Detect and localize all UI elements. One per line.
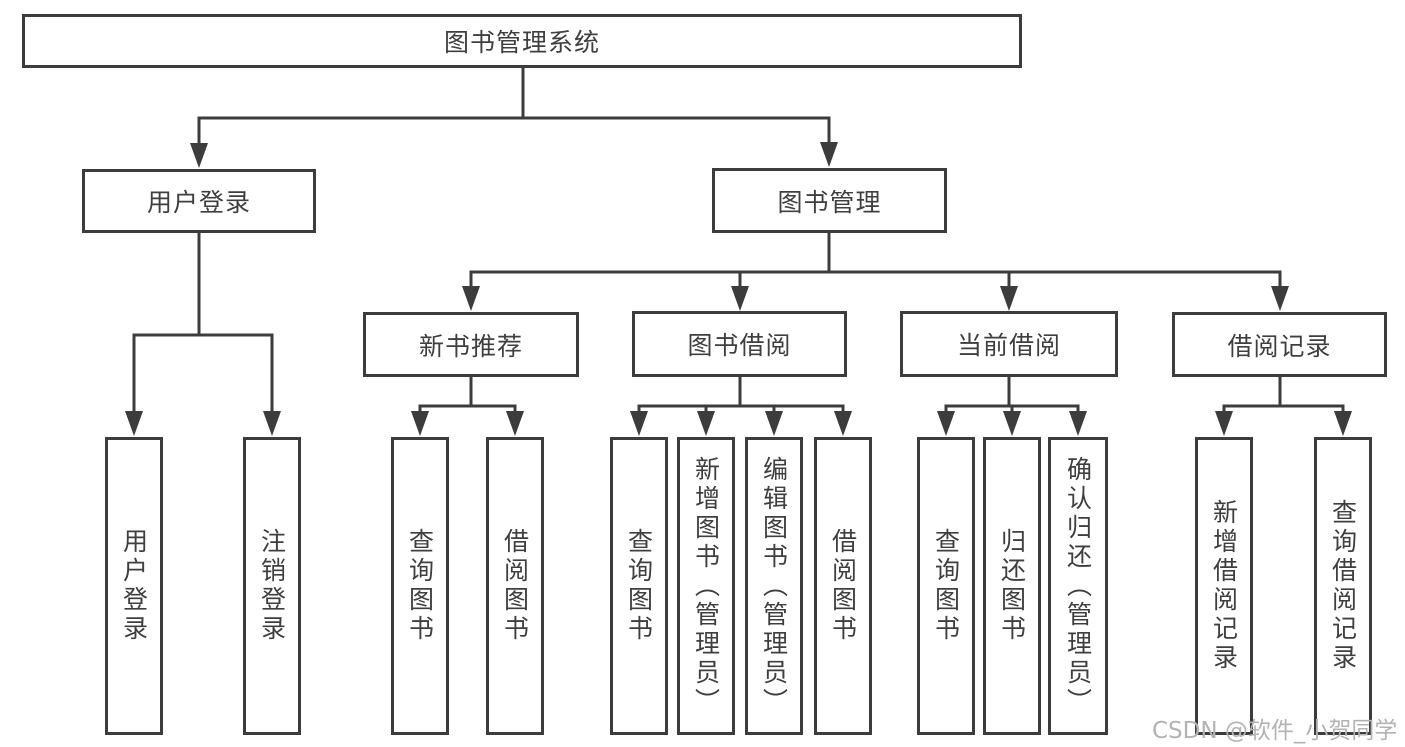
leaf-borrow-query-books-label: 查询图书 [624,528,654,644]
leaf-newbooks-query-books-label: 查询图书 [405,528,435,644]
leaf-current-confirm-return-admin-label: 确认归还（管理员） [1063,455,1093,717]
leaf-records-query-record: 查询借阅记录 [1314,437,1372,735]
leaf-records-query-record-label: 查询借阅记录 [1328,499,1358,673]
node-current-borrow-label: 当前借阅 [956,331,1061,360]
leaf-borrow-add-books-admin-label: 新增图书（管理员） [691,455,721,717]
leaf-borrow-add-books-admin: 新增图书（管理员） [677,437,735,735]
leaf-records-add-record: 新增借阅记录 [1195,437,1253,735]
csdn-watermark: CSDN @软件_小贺同学 [1152,718,1398,744]
leaf-user-login-label: 用户登录 [119,528,149,644]
leaf-logout-label: 注销登录 [257,528,287,644]
node-current-borrow: 当前借阅 [900,311,1118,377]
node-user-login-label: 用户登录 [146,188,251,217]
leaf-current-return-books: 归还图书 [983,437,1041,735]
node-user-login: 用户登录 [82,169,316,233]
leaf-user-login: 用户登录 [105,437,163,735]
leaf-newbooks-query-books: 查询图书 [391,437,449,735]
leaf-current-confirm-return-admin: 确认归还（管理员） [1048,437,1108,735]
node-book-borrow-label: 图书借阅 [687,331,792,360]
node-new-book-recommend-label: 新书推荐 [418,331,523,361]
leaf-borrow-borrow-books: 借阅图书 [814,437,872,735]
leaf-borrow-borrow-books-label: 借阅图书 [828,528,858,644]
node-new-book-recommend: 新书推荐 [363,312,579,377]
leaf-records-add-record-label: 新增借阅记录 [1209,499,1239,673]
node-borrow-records: 借阅记录 [1172,312,1387,377]
leaf-borrow-edit-books-admin: 编辑图书（管理员） [745,437,803,735]
node-root: 图书管理系统 [22,14,1022,68]
leaf-current-query-books: 查询图书 [917,437,975,735]
node-borrow-records-label: 借阅记录 [1227,331,1332,361]
node-book-management: 图书管理 [712,168,947,233]
leaf-newbooks-borrow-books-label: 借阅图书 [500,528,530,644]
leaf-borrow-query-books: 查询图书 [610,437,668,735]
node-book-borrow: 图书借阅 [632,311,847,377]
leaf-borrow-edit-books-admin-label: 编辑图书（管理员） [759,455,789,717]
leaf-current-return-books-label: 归还图书 [997,528,1027,644]
leaf-logout: 注销登录 [243,437,301,735]
node-book-management-label: 图书管理 [777,187,882,217]
leaf-current-query-books-label: 查询图书 [931,528,961,644]
node-root-label: 图书管理系统 [443,28,600,57]
leaf-newbooks-borrow-books: 借阅图书 [486,437,544,735]
